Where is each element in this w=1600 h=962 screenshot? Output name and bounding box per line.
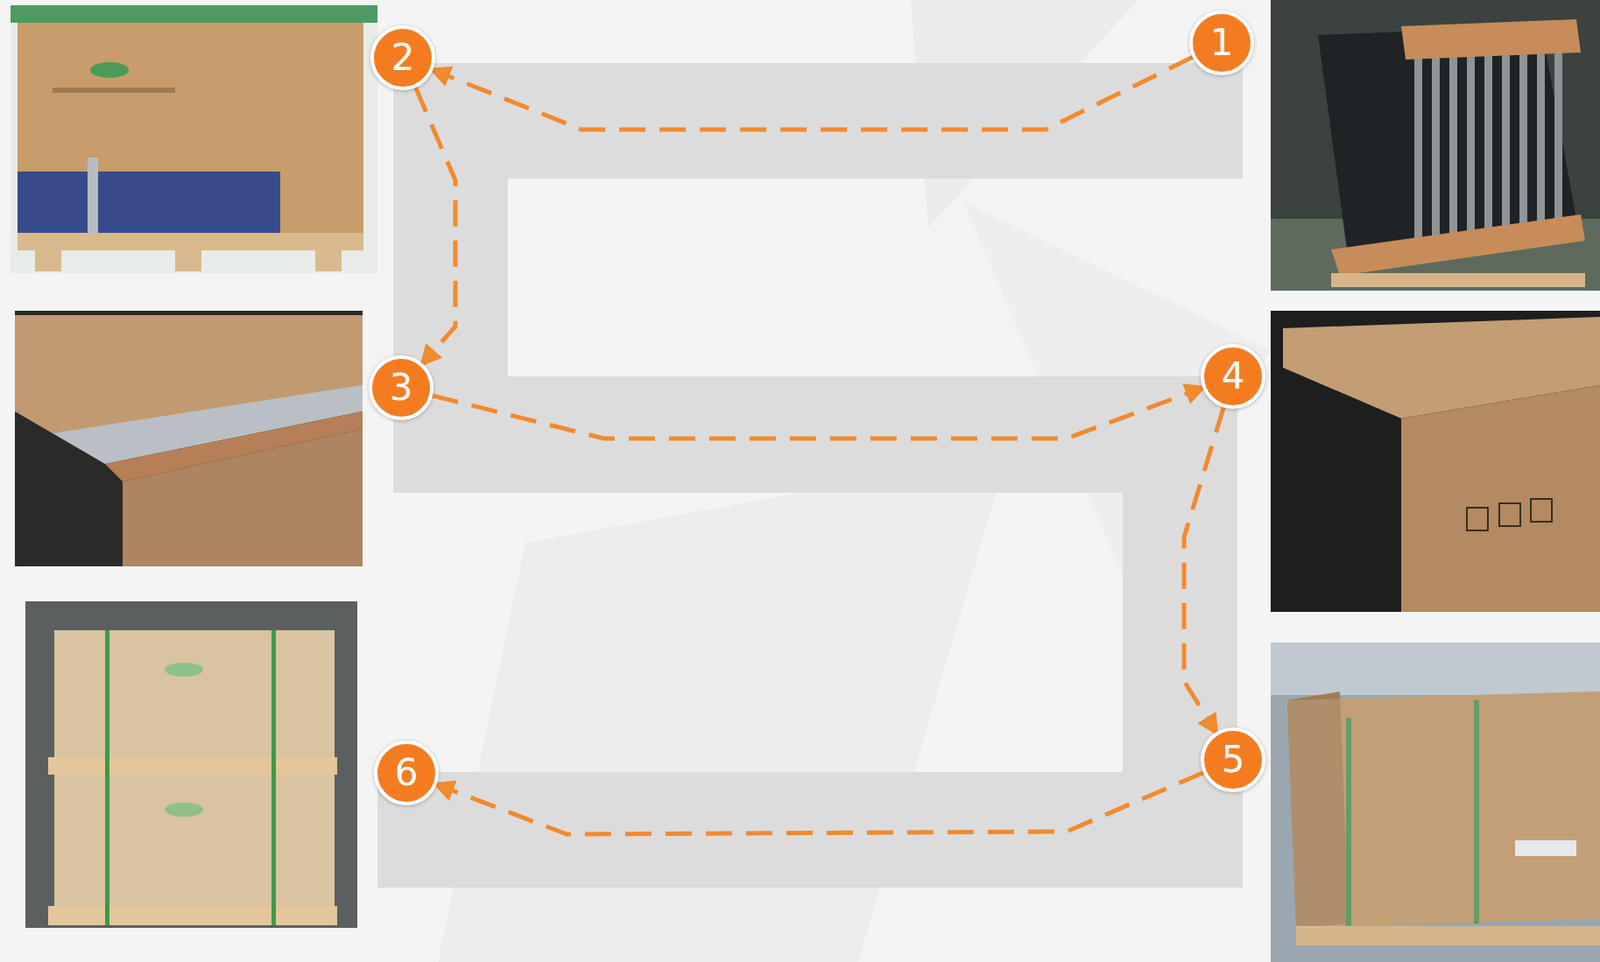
step-number: 1 xyxy=(1210,24,1234,62)
flow-arrow xyxy=(415,87,456,364)
photo-panel-stack xyxy=(1270,0,1600,291)
step-number-circle: 3 xyxy=(368,355,434,421)
step-number-circle: 4 xyxy=(1200,344,1266,409)
flow-band xyxy=(377,63,1243,889)
flow-arrow xyxy=(432,56,1193,130)
step-number: 3 xyxy=(389,369,414,407)
step-number: 4 xyxy=(1221,358,1246,395)
flow-arrow xyxy=(437,773,1204,835)
step-number: 2 xyxy=(391,39,416,77)
step-number-circle: 5 xyxy=(1200,727,1266,793)
flow-arrow xyxy=(432,387,1203,439)
photo-box-top xyxy=(14,310,363,567)
photo-container-loading xyxy=(25,601,358,929)
flow-arrow xyxy=(1184,407,1224,733)
photo-wrapped-crate xyxy=(1270,642,1600,962)
step-number: 5 xyxy=(1221,741,1246,779)
photo-boxing xyxy=(10,5,378,274)
step-number-circle: 6 xyxy=(373,740,439,806)
photo-closed-box xyxy=(1270,310,1600,613)
step-number-circle: 1 xyxy=(1189,10,1255,76)
step-number: 6 xyxy=(394,754,419,792)
step-number-circle: 2 xyxy=(370,25,436,91)
